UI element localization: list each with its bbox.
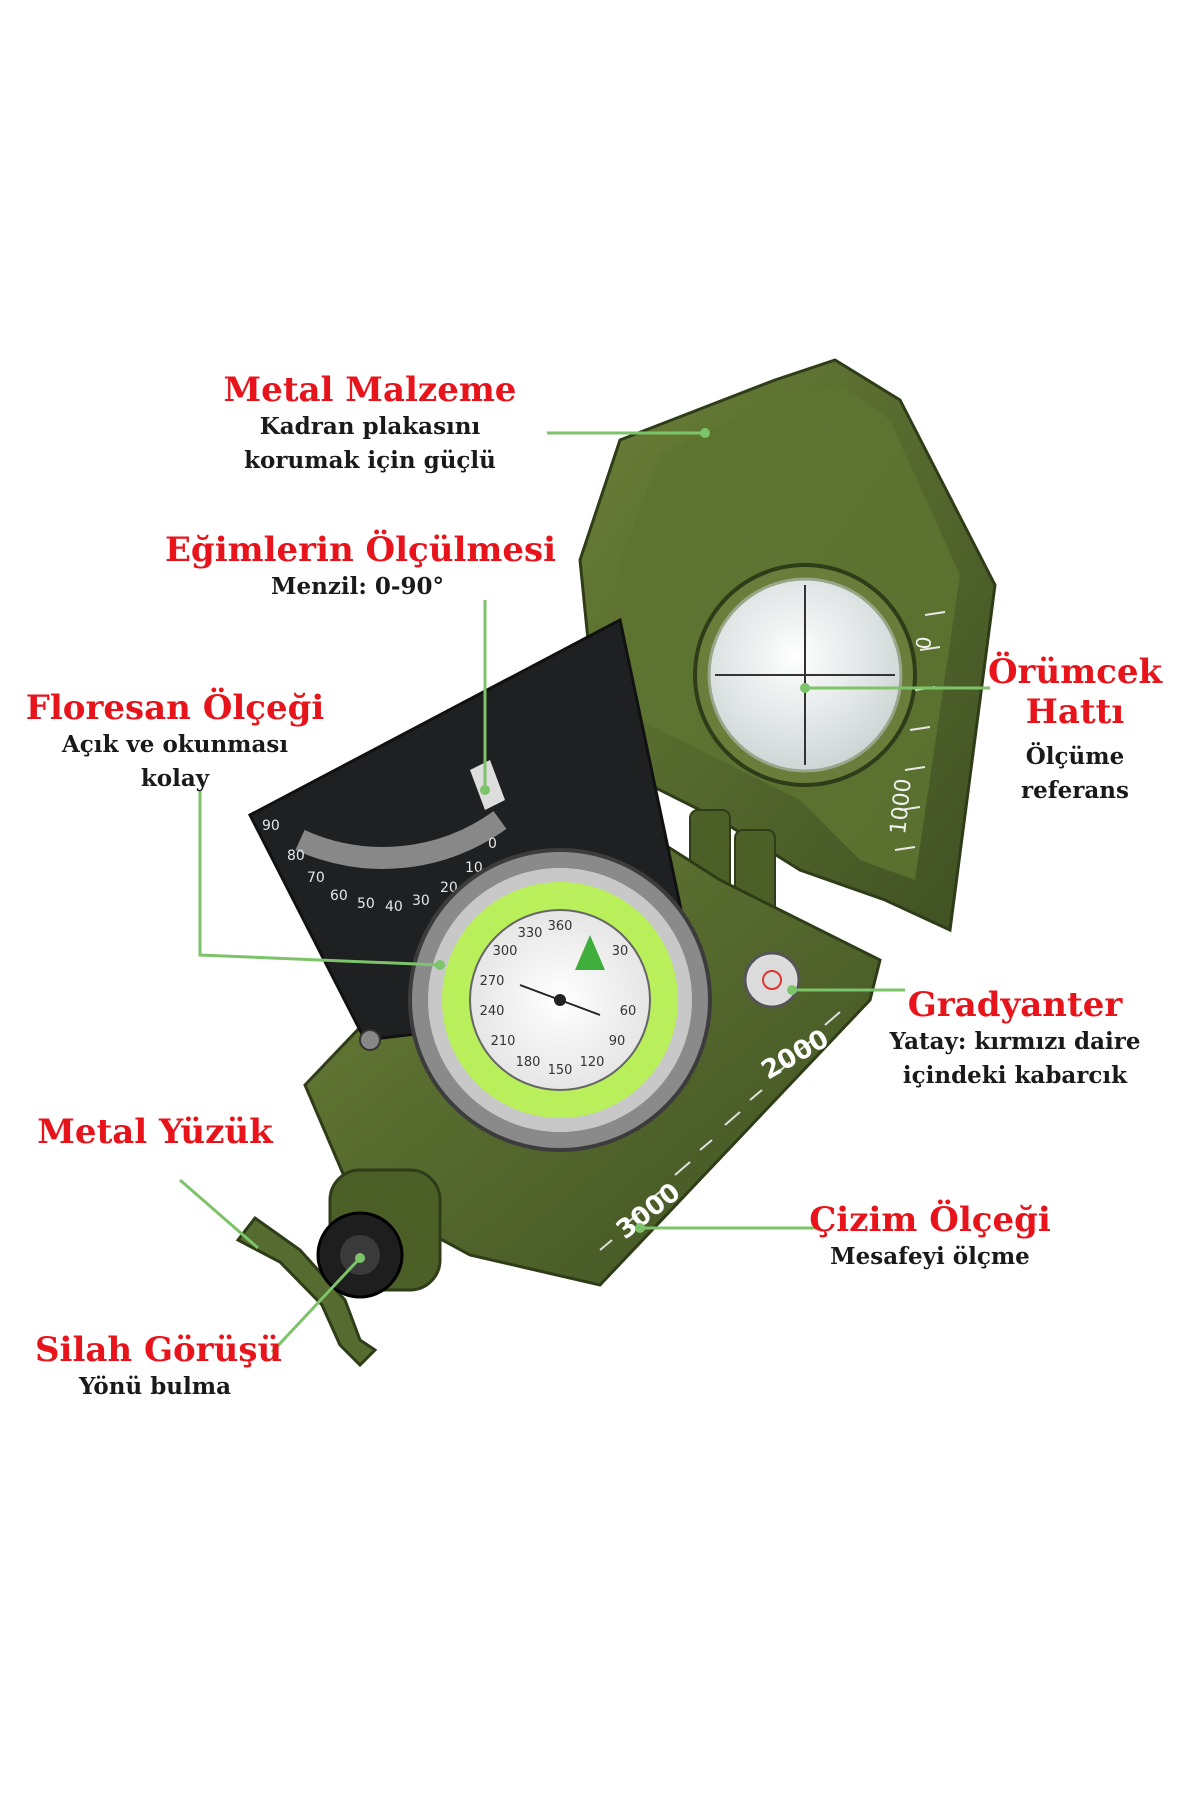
label-egimlerin-olculmesi: Eğimlerin Ölçülmesi Menzil: 0-90° [165,530,557,604]
leader-floresan [198,790,441,967]
leader-dot-silah [355,1253,365,1263]
leader-dot-cizim [635,1223,645,1233]
clino-60: 60 [330,888,348,904]
label-egim-line1: Menzil: 0-90° [271,573,444,600]
label-metal-malzeme: Metal Malzeme Kadran plakasını korumak i… [200,370,540,478]
north-arrow [575,935,605,970]
label-silah-gorusu: Silah Görüşü Yönü bulma [35,1330,283,1404]
label-yuzuk-title: Metal Yüzük [37,1112,273,1152]
dial-300: 300 [493,944,518,959]
label-cizim-olcegi: Çizim Ölçeği Mesafeyi ölçme [805,1200,1055,1274]
label-silah-title: Silah Görüşü [35,1330,283,1370]
label-orumcek-hatti: Örümcek Hattı Ölçüme referans [985,652,1165,808]
label-gradyanter-title: Gradyanter [907,985,1123,1025]
label-gradyanter-line2: içindeki kabarcık [902,1062,1128,1089]
label-cizim-title: Çizim Ölçeği [809,1200,1051,1240]
dial-180: 180 [516,1055,541,1070]
label-metal-malzeme-title: Metal Malzeme [223,370,517,410]
label-gradyanter: Gradyanter Yatay: kırmızı daire içindeki… [870,985,1160,1093]
label-floresan-title: Floresan Ölçeği [25,688,325,728]
bubble-level [743,951,801,1009]
clino-0: 0 [488,836,497,852]
label-silah-line1: Yönü bulma [79,1373,231,1400]
leader-dot-gradyanter [787,985,797,995]
clino-80: 80 [287,848,305,864]
metal-ring [235,1215,378,1368]
compass-dial: 360 330 300 270 240 210 180 150 120 90 6… [408,848,712,1152]
clino-50: 50 [357,896,375,912]
clino-90: 90 [262,818,280,834]
leader-dot-floresan [435,960,445,970]
bubble-level-red-circle [762,970,782,990]
dial-330: 330 [518,926,543,941]
dial-60: 60 [620,1004,637,1019]
dial-120: 120 [580,1055,605,1070]
compass-lid: 0 1000 [578,358,997,933]
lid-scale-0: 0 [911,635,936,650]
dial-210: 210 [491,1034,516,1049]
label-orumcek-title-1: Örümcek [987,652,1163,692]
label-metal-malzeme-line2: korumak için güçlü [244,447,496,474]
label-orumcek-title-2: Hattı [1025,692,1125,732]
label-orumcek-line1: Ölçüme [1025,743,1125,770]
dial-90: 90 [609,1034,626,1049]
label-cizim-line1: Mesafeyi ölçme [830,1243,1030,1270]
label-floresan-line1: Açık ve okunması [61,731,289,758]
dial-30: 30 [612,944,629,959]
leader-dot-egim [480,785,490,795]
clino-30: 30 [412,893,430,909]
label-metal-yuzuk: Metal Yüzük [35,1112,275,1152]
dial-240: 240 [480,1004,505,1019]
leader-dot-metal [700,428,710,438]
clino-40: 40 [385,899,403,915]
leader-dot-orumcek [800,683,810,693]
label-metal-malzeme-line1: Kadran plakasını [259,413,481,440]
label-gradyanter-line1: Yatay: kırmızı daire [889,1028,1141,1055]
lid-scale-1000: 1000 [886,777,917,835]
leader-yuzuk [179,1178,259,1250]
label-egim-title: Eğimlerin Ölçülmesi [165,530,557,570]
clino-70: 70 [307,870,325,886]
label-orumcek-line2: referans [1021,777,1129,804]
dial-360: 360 [548,919,573,934]
label-floresan-line2: kolay [140,765,210,792]
label-floresan-olcegi: Floresan Ölçeği Açık ve okunması kolay [25,688,325,796]
dial-150: 150 [548,1063,573,1078]
leader-silah [270,1256,362,1354]
dial-270: 270 [480,974,505,989]
